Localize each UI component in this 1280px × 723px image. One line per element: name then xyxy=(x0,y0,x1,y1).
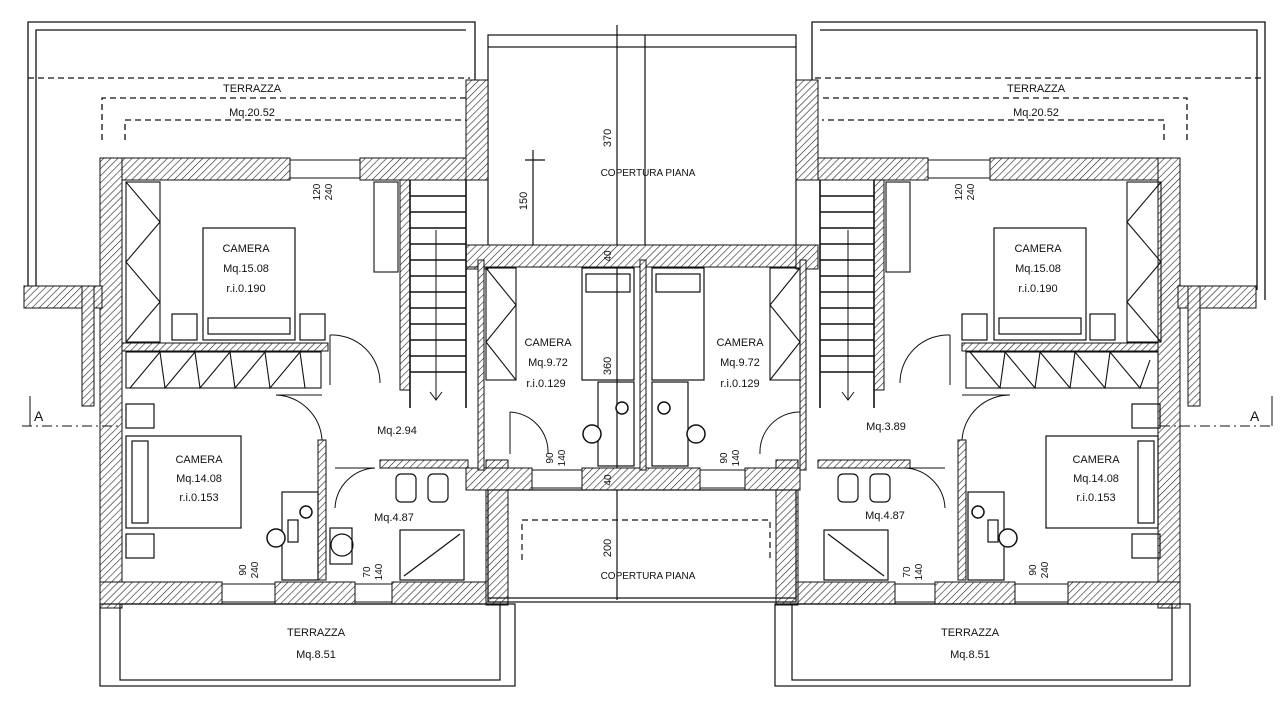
small-left-name: CAMERA xyxy=(524,337,572,349)
dim-200: 200 xyxy=(602,539,614,557)
master-right-ri: r.i.0.190 xyxy=(1018,283,1057,295)
bedroom-left-area: Mq.14.08 xyxy=(176,473,222,485)
bedroom-right-area: Mq.14.08 xyxy=(1073,473,1119,485)
small-left-area: Mq.9.72 xyxy=(528,357,568,369)
doors xyxy=(275,334,1011,509)
win-top-left-h: 240 xyxy=(324,183,335,200)
bedroom-right-name: CAMERA xyxy=(1072,454,1120,466)
win-top-right-h: 240 xyxy=(966,183,977,200)
labels: A A TERRAZZA Mq.20.52 TERRAZZA Mq.20.52 … xyxy=(34,83,1260,661)
stair-right xyxy=(819,180,875,408)
walls xyxy=(23,79,1257,609)
terrace-top-right-name: TERRAZZA xyxy=(1007,83,1066,95)
windows xyxy=(221,159,1069,603)
roof-top-label: COPERTURA PIANA xyxy=(601,168,696,179)
dim-40-top: 40 xyxy=(603,250,614,262)
master-left-ri: r.i.0.190 xyxy=(226,283,265,295)
win-bath-right-w: 70 xyxy=(902,566,913,578)
terrace-bottom-right-name: TERRAZZA xyxy=(941,627,1000,639)
stair-left xyxy=(409,180,467,408)
terrace-bottom-left-name: TERRAZZA xyxy=(287,627,346,639)
bedroom-left-ri: r.i.0.153 xyxy=(179,492,218,504)
dim-40-bottom: 40 xyxy=(603,474,614,486)
section-mark-right: A xyxy=(1250,408,1260,424)
terrace-top-left-name: TERRAZZA xyxy=(223,83,282,95)
master-right-area: Mq.15.08 xyxy=(1015,263,1061,275)
bathroom-fixtures xyxy=(329,473,891,581)
terrace-bottom-right-area: Mq.8.51 xyxy=(950,649,990,661)
roof-bottom-label: COPERTURA PIANA xyxy=(601,571,696,582)
dim-370: 370 xyxy=(602,129,614,147)
win-bottom-left-h: 240 xyxy=(250,561,261,578)
terrace-top-left-area: Mq.20.52 xyxy=(229,107,275,119)
bath-right-area: Mq.4.87 xyxy=(865,510,905,522)
small-left-ri: r.i.0.129 xyxy=(526,378,565,390)
win-top-left-w: 120 xyxy=(312,183,323,200)
beds xyxy=(125,227,1161,559)
dim-360: 360 xyxy=(602,357,614,375)
win-top-right-w: 120 xyxy=(954,183,965,200)
hall-right-area: Mq.3.89 xyxy=(866,421,906,433)
dim-150: 150 xyxy=(518,192,530,210)
win-small-right-w: 90 xyxy=(719,452,730,464)
terrace-top-left-outline xyxy=(27,21,476,300)
terrace-top-right-outline xyxy=(811,21,1266,300)
terrace-bottom-outlines xyxy=(99,489,1191,687)
terrace-bottom-left-area: Mq.8.51 xyxy=(296,649,336,661)
win-bottom-left-w: 90 xyxy=(238,564,249,576)
terrace-top-right-area: Mq.20.52 xyxy=(1013,107,1059,119)
master-left-area: Mq.15.08 xyxy=(223,263,269,275)
win-bath-right-h: 140 xyxy=(914,563,925,580)
win-bottom-right-w: 90 xyxy=(1028,564,1039,576)
hall-left-area: Mq.2.94 xyxy=(377,425,417,437)
section-line xyxy=(22,396,1273,427)
win-bath-left-w: 70 xyxy=(362,566,373,578)
small-right-area: Mq.9.72 xyxy=(720,357,760,369)
section-mark-left: A xyxy=(34,408,44,424)
master-left-name: CAMERA xyxy=(222,243,270,255)
win-small-left-h: 140 xyxy=(557,449,568,466)
win-small-left-w: 90 xyxy=(545,452,556,464)
wardrobes xyxy=(125,181,1162,390)
master-right-name: CAMERA xyxy=(1014,243,1062,255)
bedroom-right-ri: r.i.0.153 xyxy=(1076,492,1115,504)
win-bottom-right-h: 240 xyxy=(1040,561,1051,578)
bedroom-left-name: CAMERA xyxy=(175,454,223,466)
win-bath-left-h: 140 xyxy=(374,563,385,580)
small-right-ri: r.i.0.129 xyxy=(720,378,759,390)
small-right-name: CAMERA xyxy=(716,337,764,349)
chairs xyxy=(266,401,1018,548)
win-small-right-h: 140 xyxy=(731,449,742,466)
bath-left-area: Mq.4.87 xyxy=(374,512,414,524)
